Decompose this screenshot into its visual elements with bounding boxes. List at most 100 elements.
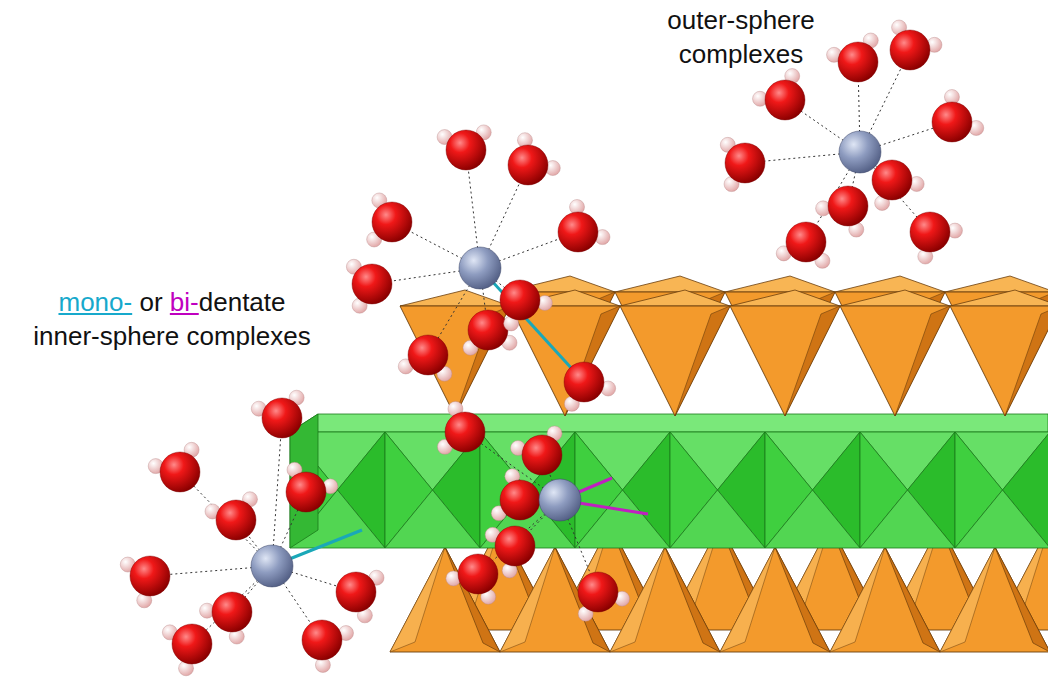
oxygen-atom (578, 572, 618, 612)
water-molecule (446, 554, 498, 604)
tetrahedron-face (830, 547, 885, 652)
tetrahedron (940, 547, 1048, 652)
tetrahedron-top (840, 290, 950, 306)
tetrahedron (620, 306, 730, 416)
octahedron-face (385, 490, 480, 548)
octahedron-face (765, 490, 860, 548)
annotation-label: or (139, 286, 162, 320)
octahedral-sheet (290, 414, 1048, 548)
water-molecule (753, 69, 805, 120)
tetrahedron-face (1005, 306, 1048, 416)
water-molecule (910, 212, 962, 264)
annotation-label: bi- (170, 286, 199, 320)
oxygen-atom (446, 130, 486, 170)
surface-hydroxyl (564, 362, 616, 411)
tetrahedron-face (675, 306, 730, 416)
tetrahedron (840, 306, 950, 416)
oxygen-atom (522, 435, 562, 475)
cation (459, 247, 501, 289)
oxygen-atom (872, 160, 912, 200)
water-molecule (872, 160, 924, 210)
water-molecule (148, 442, 200, 492)
tetrahedron-face (885, 547, 940, 652)
oxygen-atom (558, 212, 598, 252)
oxygen-atom (302, 620, 342, 660)
oxygen-atom (408, 335, 448, 375)
oxygen-atom (286, 472, 326, 512)
tetrahedron (720, 547, 830, 652)
tetrahedron-face (565, 306, 620, 416)
octahedron-face (955, 490, 1048, 548)
oxygen-atom (130, 556, 170, 596)
water-molecule (437, 401, 485, 454)
tetrahedron-face (610, 547, 665, 652)
tetrahedron (390, 547, 500, 652)
annotation-label: inner-sphere complexes (33, 320, 310, 354)
water-molecule (578, 572, 630, 621)
tetrahedron (610, 547, 720, 652)
label-group: mono-orbi-dentate inner-sphere complexes (2, 286, 342, 354)
annotation-label: dentate (199, 286, 286, 320)
water-molecule (816, 186, 868, 237)
water-molecule (890, 20, 942, 70)
octahedron-face (575, 490, 670, 548)
water-molecule (346, 259, 392, 313)
water-molecule (336, 570, 384, 623)
tetrahedron-face (445, 547, 500, 652)
oxygen-atom (910, 212, 950, 252)
oxygen-atom (500, 480, 540, 520)
tetrahedron-face (390, 547, 445, 652)
water-molecule (558, 200, 610, 252)
coordination-line (272, 418, 282, 566)
water-molecule (827, 33, 879, 82)
oxygen-atom (445, 412, 485, 452)
oxygen-atom (786, 222, 826, 262)
water-molecule (205, 492, 257, 540)
octahedral-top (290, 414, 1048, 432)
tetrahedron (830, 547, 940, 652)
water-molecule (508, 133, 560, 185)
tetrahedron-face (455, 306, 510, 416)
water-molecule (720, 137, 765, 191)
oxygen-atom (765, 80, 805, 120)
tetrahedron-face (775, 547, 830, 652)
water-molecule (491, 469, 540, 521)
water-molecule (286, 462, 338, 512)
oxygen-atom (828, 186, 868, 226)
octahedron-face (860, 490, 955, 548)
oxygen-atom (172, 624, 212, 664)
water-molecule (932, 90, 984, 142)
cation-cluster (346, 125, 610, 381)
tetrahedron-top (615, 276, 725, 292)
oxygen-atom (212, 592, 252, 632)
oxygen-atom (352, 264, 392, 304)
tetrahedron (950, 306, 1048, 416)
label-line: mono-orbi-dentate (2, 286, 342, 320)
upper-tetrahedral-sheet (400, 276, 1048, 416)
oxygen-atom (890, 30, 930, 70)
oxygen-atom (468, 310, 508, 350)
oxygen-atom (932, 102, 972, 142)
water-molecule (776, 222, 830, 268)
water-molecule (510, 426, 562, 475)
oxygen-atom (500, 280, 540, 320)
tetrahedron-face (785, 306, 840, 416)
oxygen-atom (216, 500, 256, 540)
oxygen-atom (458, 554, 498, 594)
oxygen-atom (725, 143, 765, 183)
tetrahedron (400, 306, 510, 416)
label-line: inner-sphere complexes (2, 320, 342, 354)
cation (251, 545, 293, 587)
cation (839, 131, 881, 173)
cation-cluster (437, 401, 629, 621)
water-molecule (500, 280, 552, 331)
oxygen-atom (838, 42, 878, 82)
label-group: outer-sphere complexes (651, 4, 831, 72)
tetrahedron-face (995, 547, 1048, 652)
tetrahedron-face (665, 547, 720, 652)
tetrahedron-top (730, 290, 840, 306)
tetrahedron-face (720, 547, 775, 652)
tetrahedron-top (950, 290, 1048, 306)
water-molecule (251, 390, 304, 438)
